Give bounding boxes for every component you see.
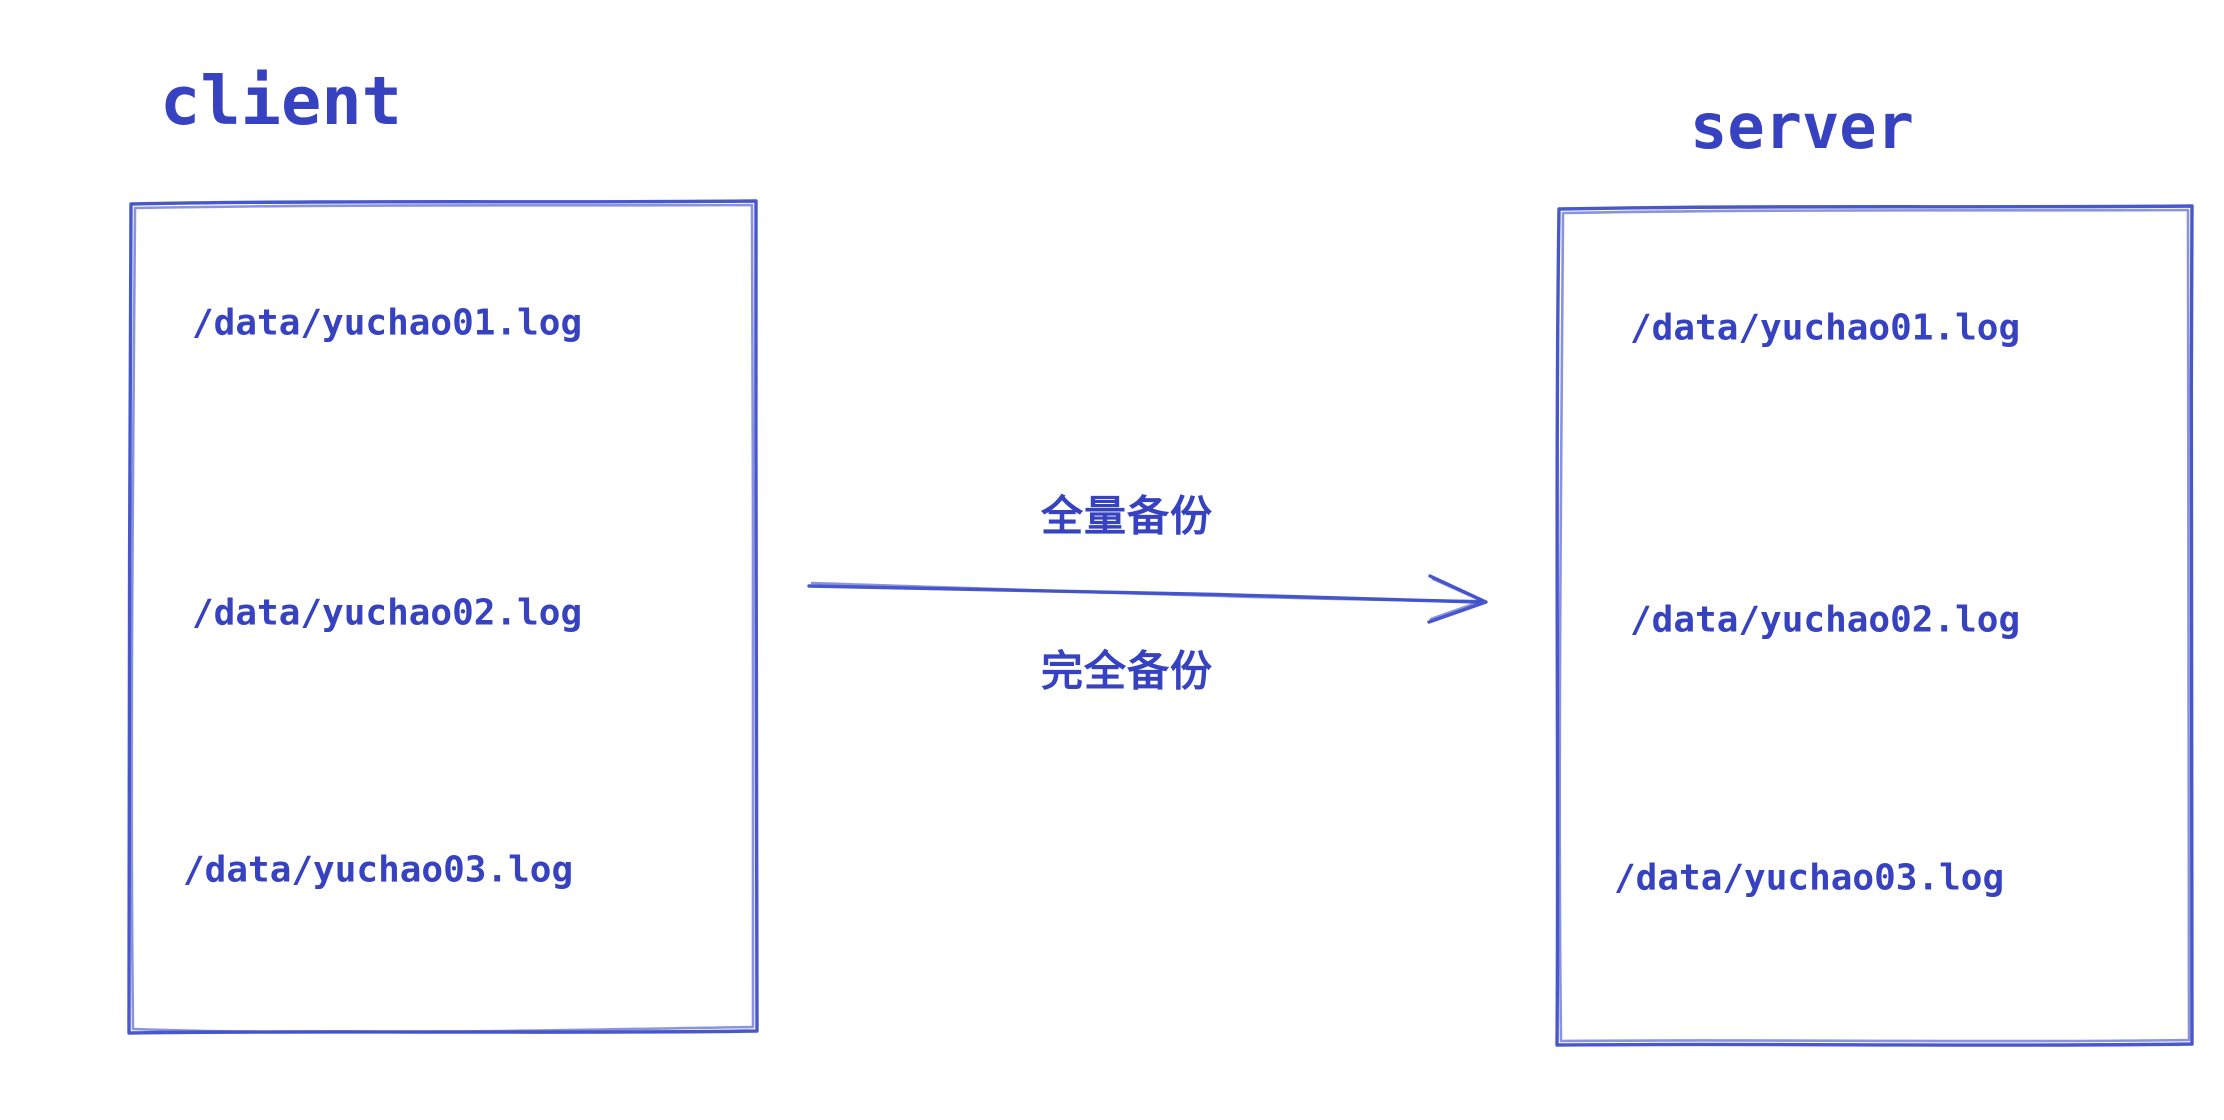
client-file-path-3: /data/yuchao03.log [183,849,574,891]
client-title: client [160,62,403,140]
server-title: server [1690,90,1914,163]
server-box-outline [1555,204,2194,1047]
server-file-path-3: /data/yuchao03.log [1614,857,2005,899]
backup-arrow-head-sketch [1429,577,1484,621]
server-box-outline-sketch [1558,208,2191,1043]
backup-arrow-line-sketch [810,581,1483,603]
client-box-outline [127,199,759,1035]
arrow-label-top: 全量备份 [1040,491,1214,541]
client-box-outline-sketch [130,203,755,1034]
client-file-path-1: /data/yuchao01.log [192,302,583,344]
client-file-path-2: /data/yuchao02.log [192,592,583,634]
server-file-path-1: /data/yuchao01.log [1630,307,2021,349]
arrow-label-bottom: 完全备份 [1040,646,1214,696]
server-file-path-2: /data/yuchao02.log [1630,599,2021,641]
